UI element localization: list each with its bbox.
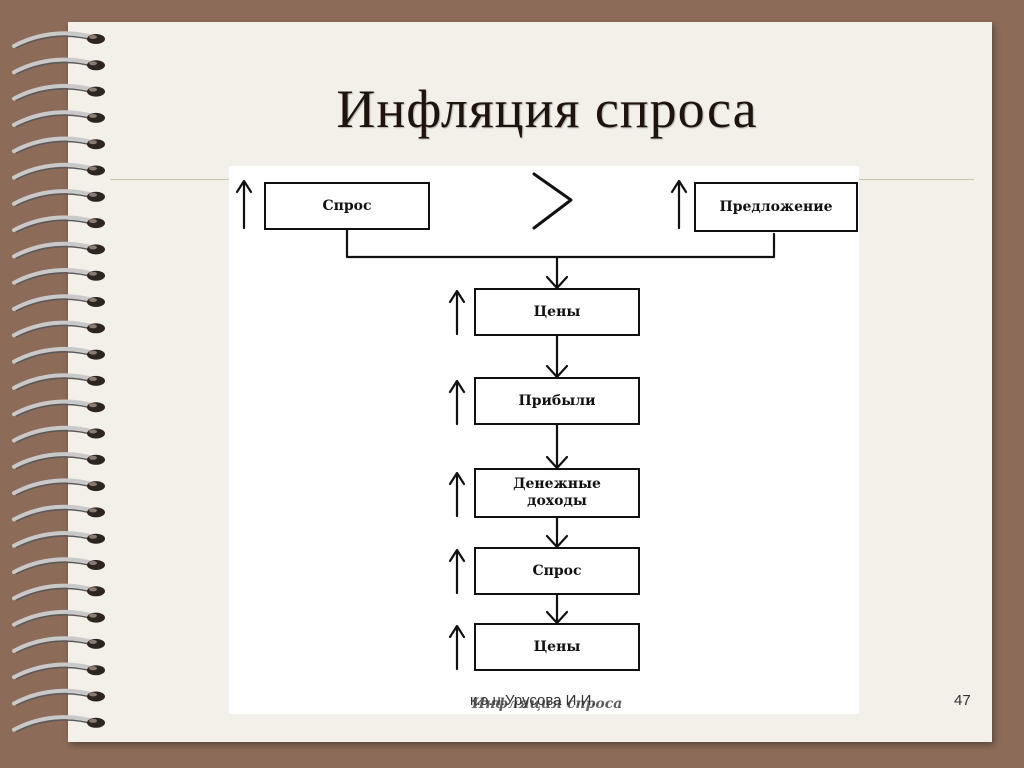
up-arrow-icon	[448, 379, 466, 426]
up-arrow-icon	[448, 471, 466, 518]
chain-box-prices: Цены	[474, 288, 640, 336]
chain-box-demand: Спрос	[474, 547, 640, 595]
spiral-binding-icon	[12, 31, 105, 733]
slide-title: Инфляция спроса	[336, 79, 758, 139]
diagram-connectors	[235, 172, 776, 671]
box-demand-top: Спрос	[264, 182, 430, 230]
chain-box-money-income: Денежные доходы	[474, 468, 640, 518]
up-arrow-icon	[670, 179, 688, 230]
footer-author: к.э.н.Урусова И.И.	[470, 692, 596, 709]
title-rule-right	[858, 179, 974, 180]
title-rule-left	[110, 179, 230, 180]
footer-overlay-text: Инфляция спроса	[472, 696, 623, 712]
greater-than-icon	[532, 172, 573, 230]
page-number: 47	[954, 692, 971, 709]
box-supply-top: Предложение	[694, 182, 858, 232]
up-arrow-icon	[448, 289, 466, 336]
up-arrow-icon	[448, 624, 466, 671]
chain-box-profits: Прибыли	[474, 377, 640, 425]
inflation-diagram: Спрос Предложение Цены Прибыли Денежные …	[229, 166, 859, 714]
up-arrow-icon	[448, 548, 466, 595]
up-arrow-icon	[235, 179, 253, 230]
chain-box-money-income-line1: Денежные	[513, 476, 601, 492]
chain-box-prices-final: Цены	[474, 623, 640, 671]
chain-box-money-income-line2: доходы	[527, 493, 587, 509]
